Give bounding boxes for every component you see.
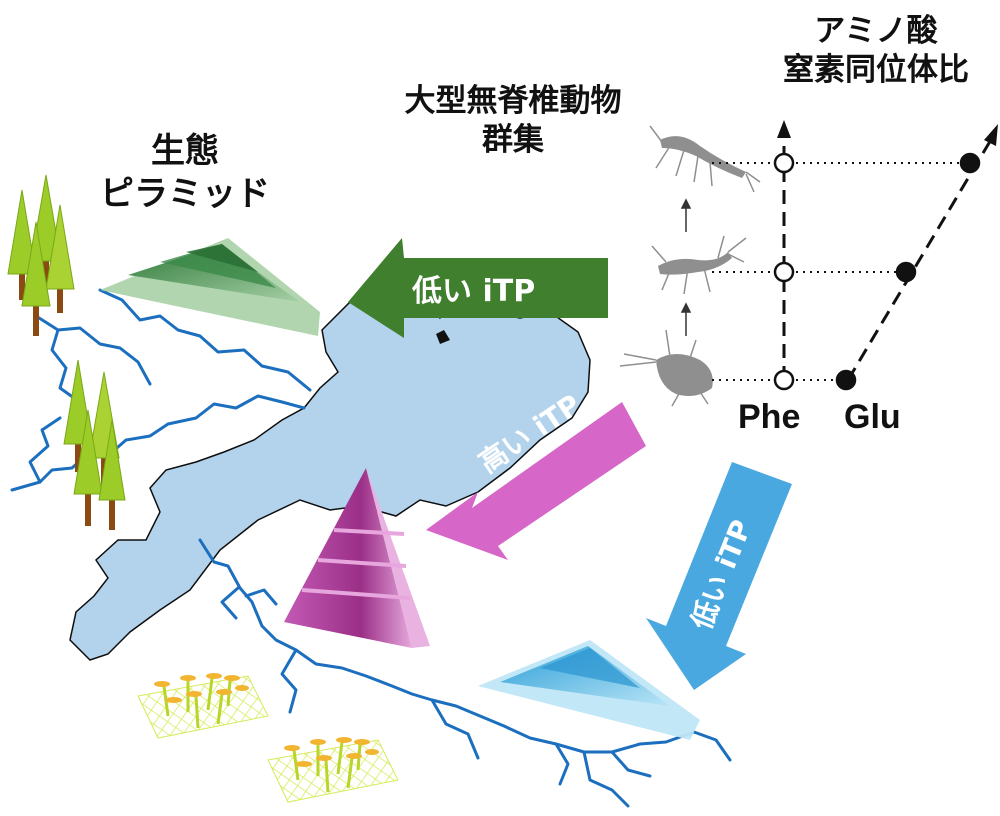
cedar-tree-icon [7, 174, 126, 530]
amino-acid-label: アミノ酸 窒素同位体比 [764, 12, 988, 90]
amino-acid-label-line2: 窒素同位体比 [783, 51, 969, 88]
magenta-arrow-shape [426, 402, 646, 560]
green-pyramid [100, 238, 320, 336]
macroinvertebrate-label-line2: 群集 [482, 121, 544, 158]
trophic-step-arrows [680, 198, 692, 336]
rivers [10, 288, 732, 808]
phe-axis-label: Phe [738, 398, 801, 436]
blue-pyramid [478, 640, 700, 740]
lake-inlet [436, 330, 450, 344]
insect-larva-icon [619, 125, 761, 407]
glu-axis-label: Glu [844, 398, 901, 436]
green-arrow-shape [348, 238, 608, 338]
eco-pyramid-label-line2: ピラミッド [100, 173, 270, 214]
rice-plant-icon [137, 673, 399, 803]
amino-acid-label-line1: アミノ酸 [814, 13, 938, 49]
isotope-points [773, 152, 981, 391]
green-arrow-label: 低い iTP [412, 274, 536, 309]
magenta-pyramid [284, 468, 430, 648]
isotope-axes [712, 120, 998, 381]
eco-pyramid-label-line1: 生態 [151, 131, 219, 171]
blue-arrow-shape [646, 462, 792, 690]
macroinvertebrate-label-line1: 大型無脊椎動物 [404, 83, 622, 119]
macroinvertebrate-label: 大型無脊椎動物 群集 [380, 82, 646, 160]
eco-pyramid-label: 生態 ピラミッド [80, 130, 290, 215]
